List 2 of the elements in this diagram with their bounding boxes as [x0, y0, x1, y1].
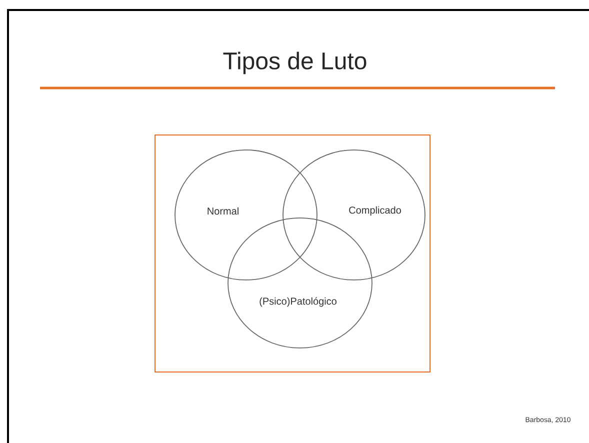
title: Tipos de Luto	[223, 52, 366, 74]
frame-box	[154, 134, 430, 372]
